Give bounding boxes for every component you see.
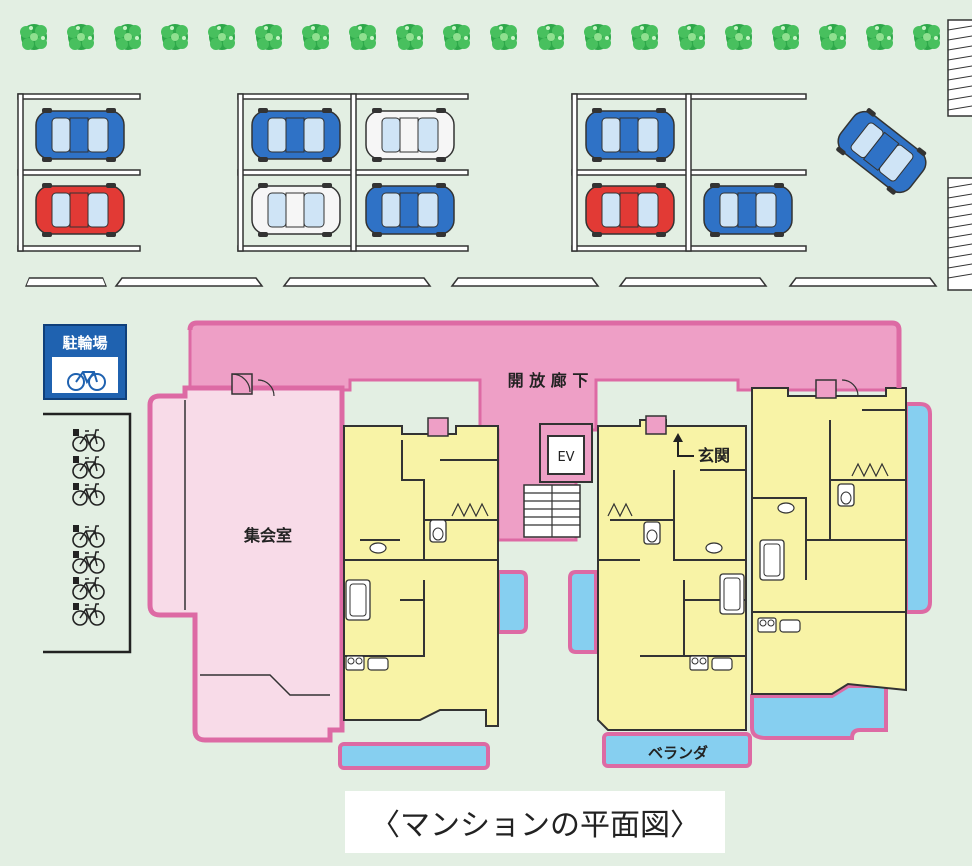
curb-stopper (25, 277, 107, 287)
unit-middle: ベランダ 玄関 (568, 415, 752, 768)
curb-stopper (789, 277, 937, 287)
tree-icon (396, 24, 423, 50)
car-icon (836, 108, 927, 195)
tree-icon (725, 24, 752, 50)
car-icon (35, 108, 125, 162)
tree-icon (349, 24, 376, 50)
veranda (338, 742, 490, 770)
bicycle-icon (72, 524, 105, 548)
bathtub-icon (345, 579, 371, 621)
car-icon (585, 108, 675, 162)
door-icon (815, 379, 837, 399)
tree-icon (490, 24, 517, 50)
bicycle-icon (72, 455, 105, 479)
bicycle-icon (72, 550, 105, 574)
tree-icon (913, 24, 940, 50)
parked-cars (35, 108, 927, 237)
tree-icon (161, 24, 188, 50)
entrance-label: 玄関 (698, 446, 730, 465)
veranda-label: ベランダ (648, 744, 708, 762)
tree-icon (255, 24, 282, 50)
elevator-label: EV (557, 450, 574, 465)
curb-stopper (115, 277, 263, 287)
bicycle-icon (67, 371, 106, 391)
figure-caption: 〈マンションの平面図〉 (345, 791, 725, 853)
tree-icon (114, 24, 141, 50)
bicycle-icon (72, 428, 105, 452)
tree-icon (631, 24, 658, 50)
bathtub-icon (759, 539, 785, 581)
tree-icon (537, 24, 564, 50)
building-outline (187, 320, 902, 388)
bike-parking-sign: 駐輪場 (43, 324, 127, 400)
unit-left (338, 417, 528, 770)
tree-icon (443, 24, 470, 50)
toilet-icon (429, 519, 447, 543)
meeting-room: 集会室 (147, 373, 345, 743)
car-icon (703, 183, 793, 237)
curb-stopper (283, 277, 431, 287)
toilet-icon (837, 483, 855, 507)
bicycle-icon (72, 602, 105, 626)
tree-row (20, 24, 940, 50)
bicycle-icon (72, 482, 105, 506)
tree-icon (819, 24, 846, 50)
tree-icon (584, 24, 611, 50)
door-icon (427, 417, 449, 437)
bicycle-icon (72, 576, 105, 600)
tree-icon (67, 24, 94, 50)
car-icon (365, 183, 455, 237)
curb-stoppers (25, 277, 937, 287)
tree-icon (772, 24, 799, 50)
tree-icon (20, 24, 47, 50)
tree-icon (208, 24, 235, 50)
neighbor-building (947, 19, 972, 291)
car-icon (251, 108, 341, 162)
door-icon (645, 415, 667, 435)
tree-icon (678, 24, 705, 50)
car-icon (365, 108, 455, 162)
meeting-room-label: 集会室 (243, 526, 292, 545)
elevator (547, 435, 585, 475)
curb-stopper (619, 277, 767, 287)
tree-icon (302, 24, 329, 50)
toilet-icon (643, 521, 661, 545)
car-icon (251, 183, 341, 237)
car-icon (585, 183, 675, 237)
bathtub-icon (719, 573, 745, 615)
bicycle-rack (43, 412, 132, 654)
veranda (602, 732, 752, 768)
elevator-stairs: EV (523, 423, 593, 538)
tree-icon (866, 24, 893, 50)
stairs-icon (523, 484, 581, 538)
unit-right (750, 379, 932, 740)
door-icon (231, 373, 253, 395)
bike-sign-label: 駐輪場 (62, 334, 107, 352)
corridor-label: 開 放 廊 下 (508, 371, 589, 390)
curb-stopper (451, 277, 599, 287)
car-icon (35, 183, 125, 237)
parking-lot-fill (17, 93, 807, 252)
